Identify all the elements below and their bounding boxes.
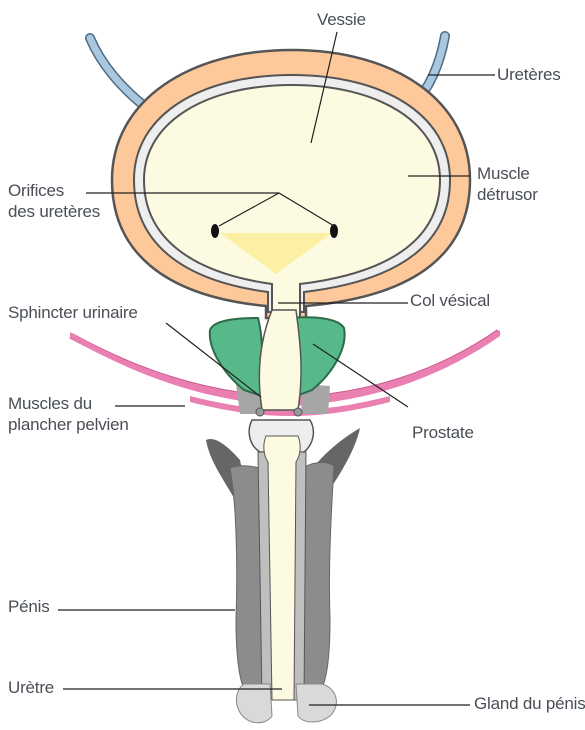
label-vessie: Vessie bbox=[317, 9, 366, 30]
label-orifices-ureteres: Orifices des uretères bbox=[8, 180, 100, 222]
label-sphincter-urinaire: Sphincter urinaire bbox=[8, 302, 138, 323]
bladder-interior bbox=[144, 85, 440, 330]
label-gland-du-penis: Gland du pénis bbox=[474, 693, 585, 714]
label-col-vesical: Col vésical bbox=[410, 290, 490, 311]
label-orifices-line2: des uretères bbox=[8, 201, 100, 222]
label-plancher-line1: Muscles du bbox=[8, 393, 129, 414]
label-ureteres: Uretères bbox=[497, 64, 561, 85]
label-prostate: Prostate bbox=[412, 422, 474, 443]
sphincter-left-knot bbox=[256, 408, 264, 416]
right-ureteral-orifice bbox=[330, 224, 338, 238]
glans-left bbox=[236, 684, 272, 723]
label-plancher-line2: plancher pelvien bbox=[8, 414, 129, 435]
label-penis: Pénis bbox=[8, 596, 50, 617]
left-ureteral-orifice bbox=[211, 224, 219, 238]
prostate-left-lobe bbox=[210, 318, 263, 396]
label-uretre: Urètre bbox=[8, 677, 54, 698]
label-muscle-detrusor: Muscle détrusor bbox=[477, 163, 538, 205]
sphincter-right-knot bbox=[294, 408, 302, 416]
glans-right bbox=[296, 684, 336, 722]
label-muscle-detrusor-line1: Muscle bbox=[477, 163, 538, 184]
prostatic-urethra bbox=[259, 310, 301, 410]
label-muscles-plancher-pelvien: Muscles du plancher pelvien bbox=[8, 393, 129, 435]
label-orifices-line1: Orifices bbox=[8, 180, 100, 201]
label-muscle-detrusor-line2: détrusor bbox=[477, 184, 538, 205]
